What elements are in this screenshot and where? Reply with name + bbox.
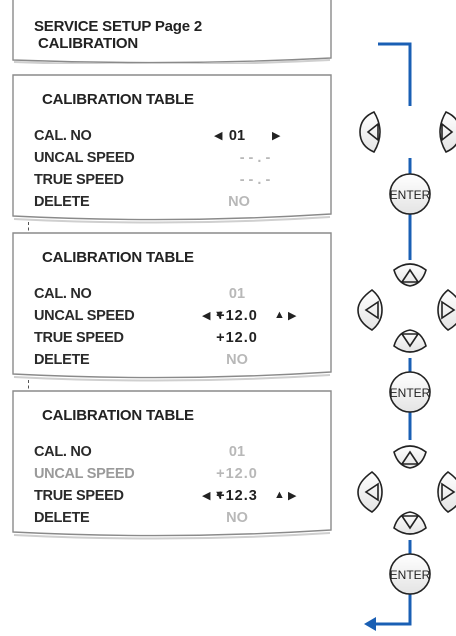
row-label: TRUE SPEED (34, 172, 124, 188)
row-uncal-speed: UNCAL SPEED - - . - (34, 150, 304, 168)
right-triangle-icon (441, 482, 456, 502)
row-label: TRUE SPEED (34, 488, 124, 504)
right-arrow-icon: ▶ (288, 310, 297, 322)
down-triangle-icon (400, 515, 420, 530)
row-true-speed: TRUE SPEED ◀ ▼ +12.3 ▲ ▶ (34, 488, 304, 506)
right-triangle-icon (441, 300, 456, 320)
left-arrow-icon: ◀ (214, 130, 223, 142)
calibration-panel-2: CALIBRATION TABLE CAL. NO 01 UNCAL SPEED… (12, 232, 332, 382)
row-cal-no: CAL. NO 01 (34, 444, 304, 462)
row-label: UNCAL SPEED (34, 466, 135, 482)
uncal-speed-value: - - . - (239, 150, 271, 166)
up-arrow-icon: ▲ (274, 489, 285, 501)
left-triangle-icon (364, 300, 379, 320)
calibration-panel-1: CALIBRATION TABLE CAL. NO ◀ 01 ▶ UNCAL S… (12, 74, 332, 224)
table-title: CALIBRATION TABLE (42, 407, 194, 424)
down-arrow-icon: ▼ (214, 309, 225, 321)
cal-no-value: 01 (228, 128, 246, 144)
connector-dash (28, 380, 29, 394)
enter-key[interactable]: ENTER (389, 173, 431, 215)
row-label: DELETE (34, 194, 90, 210)
left-right-key[interactable] (359, 110, 456, 154)
enter-label: ENTER (390, 188, 431, 202)
left-triangle-icon (364, 482, 379, 502)
cal-no-value: 01 (228, 444, 246, 460)
delete-value: NO (226, 352, 248, 368)
connector-dash (28, 222, 29, 236)
header-title: SERVICE SETUP Page 2 (34, 18, 203, 35)
cal-no-value: 01 (228, 286, 246, 302)
row-label: CAL. NO (34, 286, 92, 302)
row-cal-no: CAL. NO 01 (34, 286, 304, 304)
row-label: DELETE (34, 510, 90, 526)
row-uncal-speed: UNCAL SPEED ◀ ▼ +12.0 ▲ ▶ (34, 308, 304, 326)
row-label: UNCAL SPEED (34, 150, 135, 166)
right-triangle-icon (441, 122, 454, 142)
enter-label: ENTER (390, 386, 431, 400)
panel-frame (12, 390, 332, 540)
delete-value: NO (228, 194, 250, 210)
table-title: CALIBRATION TABLE (42, 249, 194, 266)
up-arrow-icon: ▲ (274, 309, 285, 321)
direction-pad[interactable] (357, 445, 456, 535)
true-speed-value: +12.0 (216, 330, 258, 346)
row-label: CAL. NO (34, 444, 92, 460)
row-delete: DELETE NO (34, 352, 304, 370)
flow-line (364, 42, 412, 631)
uncal-speed-value: +12.0 (216, 466, 258, 482)
row-label: TRUE SPEED (34, 330, 124, 346)
down-triangle-icon (400, 333, 420, 348)
row-true-speed: TRUE SPEED +12.0 (34, 330, 304, 348)
header-panel: SERVICE SETUP Page 2 CALIBRATION (12, 0, 332, 64)
header-frame (12, 0, 332, 64)
up-triangle-icon (400, 450, 420, 465)
header-subtitle: CALIBRATION (38, 35, 139, 52)
left-arrow-icon: ◀ (202, 310, 211, 322)
row-true-speed: TRUE SPEED - - . - (34, 172, 304, 190)
panel-frame (12, 74, 332, 224)
row-label: DELETE (34, 352, 90, 368)
enter-key[interactable]: ENTER (389, 553, 431, 595)
enter-key[interactable]: ENTER (389, 371, 431, 413)
right-arrow-icon: ▶ (272, 130, 281, 142)
panel-frame (12, 232, 332, 382)
right-arrow-icon: ▶ (288, 490, 297, 502)
direction-pad[interactable] (357, 263, 456, 353)
row-delete: DELETE NO (34, 510, 304, 528)
keypad-flow: ENTER ENTER ENTER (357, 42, 456, 631)
row-delete: DELETE NO (34, 194, 304, 212)
calibration-panel-3: CALIBRATION TABLE CAL. NO 01 UNCAL SPEED… (12, 390, 332, 540)
row-label: CAL. NO (34, 128, 92, 144)
table-title: CALIBRATION TABLE (42, 91, 194, 108)
left-arrow-icon: ◀ (202, 490, 211, 502)
delete-value: NO (226, 510, 248, 526)
left-triangle-icon (366, 122, 379, 142)
enter-label: ENTER (390, 568, 431, 582)
down-arrow-icon: ▼ (214, 489, 225, 501)
uncal-speed-value: +12.0 (216, 308, 258, 324)
row-uncal-speed: UNCAL SPEED +12.0 (34, 466, 304, 484)
up-triangle-icon (400, 268, 420, 283)
row-cal-no: CAL. NO ◀ 01 ▶ (34, 128, 304, 146)
true-speed-value: +12.3 (216, 488, 258, 504)
row-label: UNCAL SPEED (34, 308, 135, 324)
true-speed-value: - - . - (239, 172, 271, 188)
